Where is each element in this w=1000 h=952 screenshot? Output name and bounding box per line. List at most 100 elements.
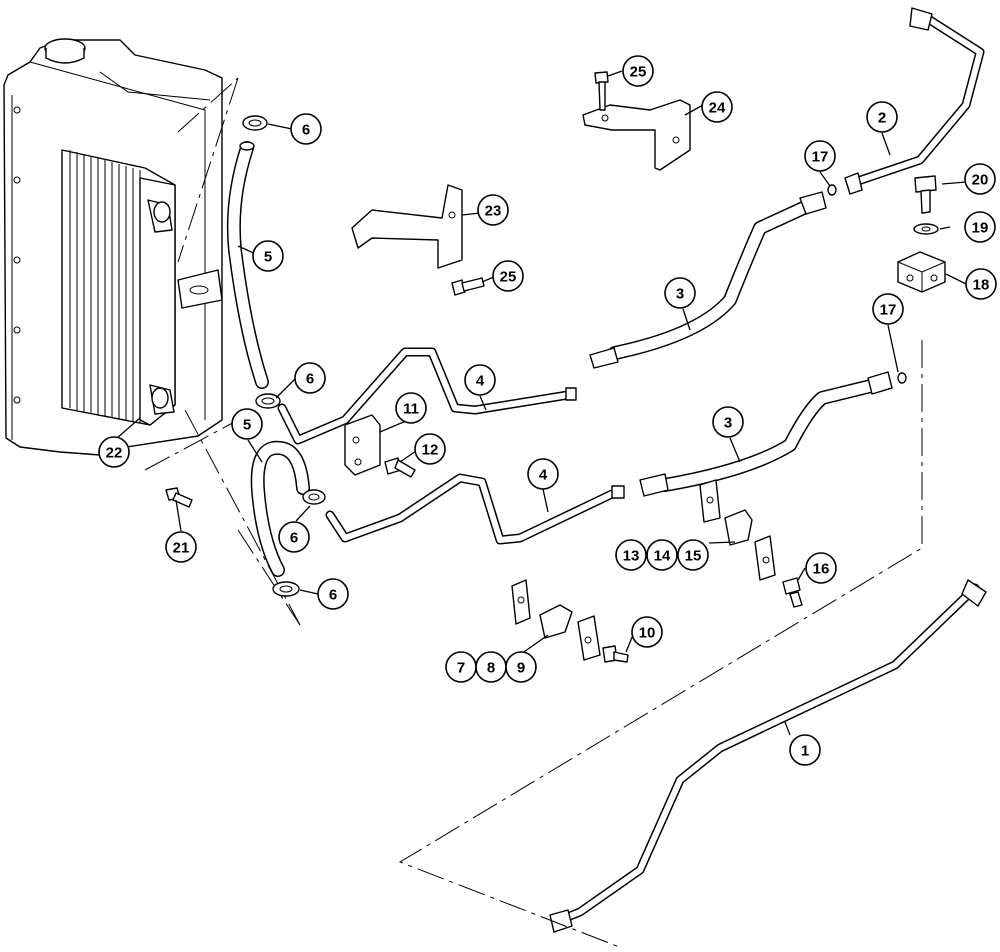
callout-label: 17 [880,302,897,319]
callout-circle [615,539,647,571]
callout-label: 4 [539,467,548,484]
clamp-block-11 [344,414,381,476]
leader-lines [116,70,967,736]
callout-label: 11 [403,401,419,418]
callout-c16: 16 [805,552,837,584]
callout-c12: 12 [414,433,446,465]
callout-circle [492,260,524,292]
callout-label: 21 [173,540,190,557]
bolt-12 [384,457,416,478]
callout-c22: 22 [98,436,130,468]
callout-label: 7 [457,660,465,677]
callout-c3b: 3 [712,406,744,438]
callout-circle [964,163,996,195]
callout-label: 6 [306,371,314,388]
callout-c3a: 3 [664,277,696,309]
callout-c25a: 25 [622,55,654,87]
callout-circle [464,364,496,396]
callout-circle [290,113,322,145]
callout-circle [414,433,446,465]
callout-label: 18 [973,277,990,294]
callout-label: 10 [639,625,656,642]
callout-c5b: 5 [231,408,263,440]
tube-1 [560,583,980,923]
callout-c13: 13 [615,539,647,571]
callout-circle [805,552,837,584]
callout-label: 5 [243,417,251,434]
callout-c19: 19 [964,211,996,243]
o-ring-upper [827,184,837,196]
callout-circle [622,55,654,87]
callout-circle [789,734,821,766]
callout-c14: 14 [646,539,678,571]
callout-label: 3 [724,415,732,432]
callout-label: 25 [500,269,517,286]
callout-circle [317,578,349,610]
callout-label: 2 [878,110,886,127]
oil-cooler-part-22 [61,149,176,426]
callout-circle [505,651,537,683]
callout-circle [98,436,130,468]
clamp-set-7-8-9 [511,579,601,661]
callout-c21: 21 [165,531,197,563]
callout-label: 4 [476,373,485,390]
callout-c6b: 6 [294,362,326,394]
callout-label: 6 [329,587,337,604]
callout-label: 13 [623,548,640,565]
callout-c24: 24 [701,91,733,123]
bracket-24 [582,99,691,171]
block-18 [897,251,946,293]
callout-circle [278,521,310,553]
bolt-10 [602,645,629,663]
bolt-21 [165,487,193,508]
callout-circle [964,211,996,243]
callout-label: 24 [709,100,726,117]
callout-label: 5 [264,249,272,266]
callout-label: 12 [422,442,439,459]
callout-c10: 10 [631,616,663,648]
callout-label: 25 [630,64,647,81]
callout-circle [712,406,744,438]
callout-label: 14 [654,548,671,565]
callout-c18: 18 [965,268,997,300]
callout-c4b: 4 [527,458,559,490]
callout-circle [965,268,997,300]
callout-c6d: 6 [317,578,349,610]
callout-c25b: 25 [492,260,524,292]
callout-circle [477,194,509,226]
callout-c1: 1 [789,734,821,766]
callout-c4a: 4 [464,364,496,396]
callout-circle [701,91,733,123]
callout-label: 16 [813,561,830,578]
callout-circle [252,240,284,272]
callout-c15: 15 [677,539,709,571]
callout-c8: 8 [475,651,507,683]
washer-19 [913,223,939,235]
callout-label: 17 [812,149,829,166]
bolt-25-top [594,71,609,111]
callout-label: 19 [972,220,989,237]
callout-label: 8 [487,660,495,677]
bolt-25-middle [451,277,485,296]
clamp-set-13-14-15 [699,479,776,581]
callout-label: 6 [290,530,298,547]
callout-c17a: 17 [804,140,836,172]
callout-c6c: 6 [278,521,310,553]
callout-circle [294,362,326,394]
callout-label: 3 [676,286,684,303]
callout-circle [527,458,559,490]
bolt-20 [914,175,937,214]
callout-label: 15 [685,548,702,565]
callout-c9: 9 [505,651,537,683]
bracket-23 [351,184,463,269]
callout-label: 9 [517,660,525,677]
callout-c5a: 5 [252,240,284,272]
callout-c11: 11 [395,392,427,424]
callout-label: 1 [801,743,809,760]
callout-circle [646,539,678,571]
callout-circle [165,531,197,563]
callout-c23: 23 [477,194,509,226]
hose-3-upper [608,198,817,360]
